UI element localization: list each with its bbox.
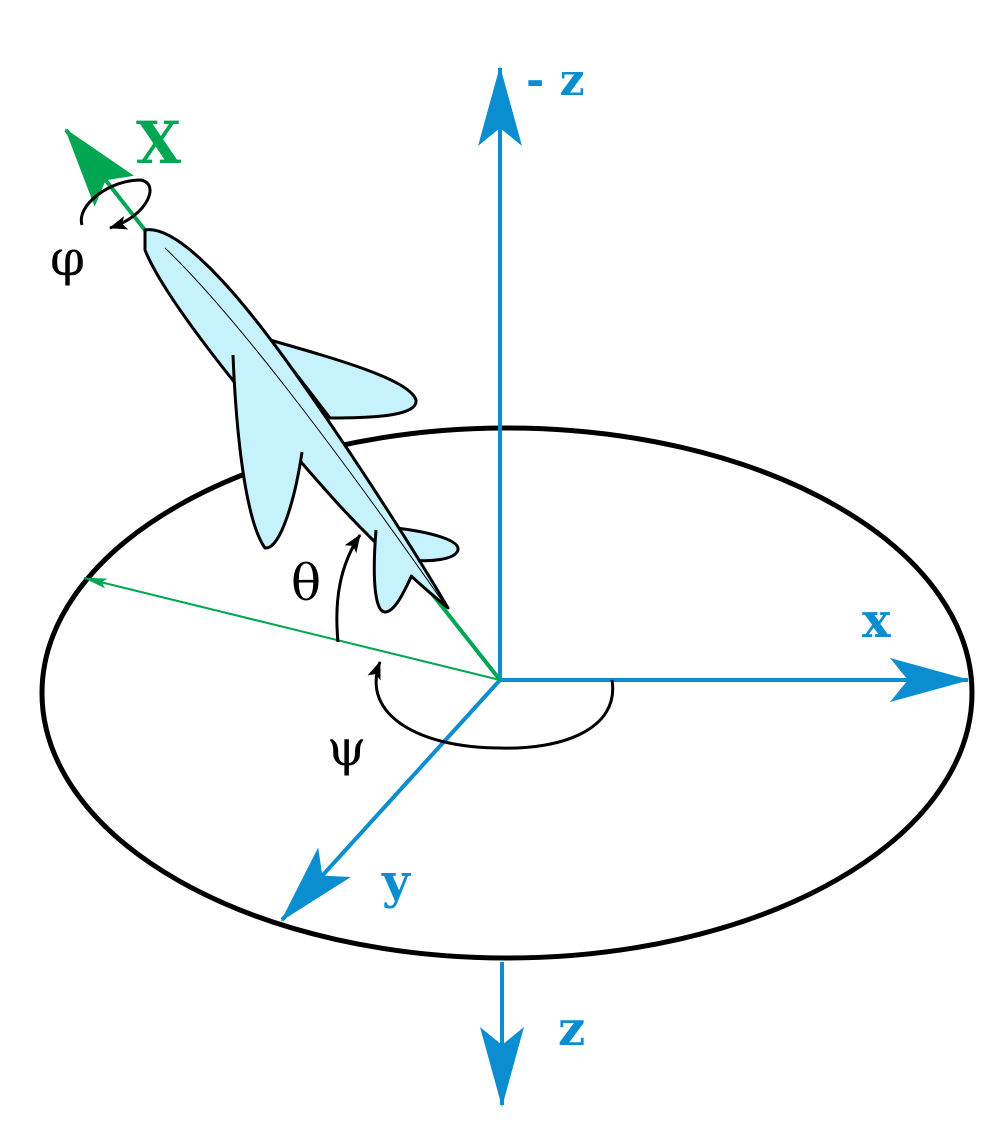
left-wing xyxy=(231,354,304,550)
fuselage xyxy=(143,228,450,610)
z-label: z xyxy=(558,1001,585,1057)
canopy-line xyxy=(164,247,446,606)
psi-arc xyxy=(367,661,615,750)
psi-label: ψ xyxy=(327,719,366,777)
neg-z-label: - z xyxy=(526,55,585,106)
theta-arc xyxy=(335,534,362,643)
airplane-drawing xyxy=(143,228,460,614)
theta-label: θ xyxy=(291,554,321,612)
horizontal-plane-ellipse xyxy=(39,425,975,961)
right-wing xyxy=(268,338,418,420)
phi-label: φ xyxy=(50,229,85,287)
phi-arc xyxy=(79,178,152,230)
y-axis xyxy=(280,678,502,922)
y-label: y xyxy=(381,854,412,910)
projection-line xyxy=(83,577,501,681)
body-x-label: X xyxy=(136,109,181,177)
tail-left xyxy=(372,529,414,614)
x-label: x xyxy=(862,593,891,649)
